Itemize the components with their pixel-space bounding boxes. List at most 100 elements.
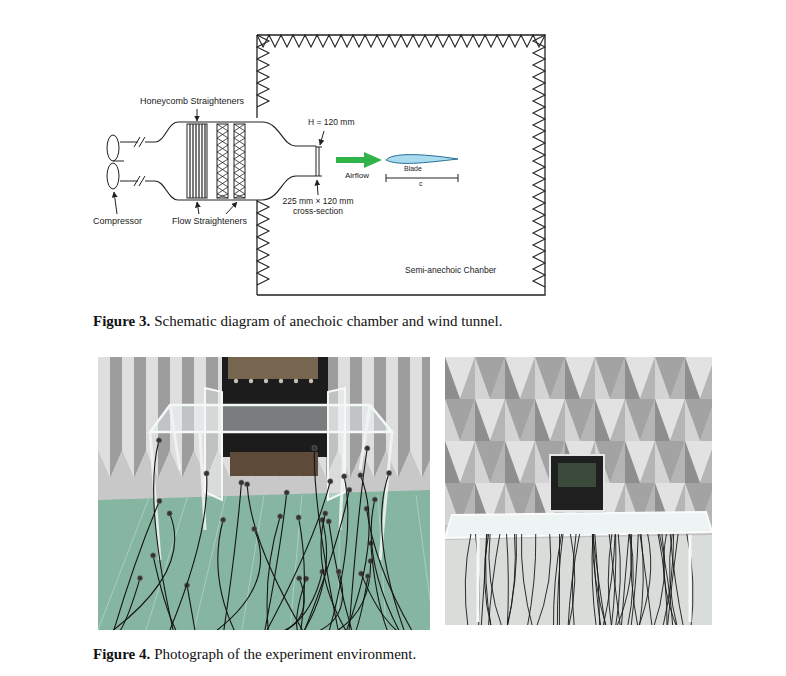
absorber-wedge <box>655 399 685 441</box>
absorber-wedge <box>685 357 712 399</box>
mic-cable <box>361 574 415 630</box>
honeycomb <box>187 124 207 198</box>
mic-cable <box>247 484 308 630</box>
floor-seam <box>98 495 150 630</box>
mic-cable <box>521 534 533 625</box>
mic-cable <box>348 448 367 630</box>
absorber-wedge <box>595 399 610 441</box>
absorber-wedge <box>490 441 505 483</box>
absorber-wedge <box>535 357 550 399</box>
absorber-wedge <box>685 399 700 441</box>
absorber-wedge <box>535 357 565 399</box>
microphone <box>137 576 142 581</box>
screen-mesh <box>217 124 228 198</box>
absorber-wedge <box>98 357 110 478</box>
absorber-wedge <box>595 399 625 441</box>
absorber-wedge <box>475 441 505 483</box>
absorber-wedge <box>580 399 595 441</box>
absorber-wedge <box>595 357 625 399</box>
bolt <box>294 379 298 383</box>
absorber-wedge <box>134 357 146 478</box>
absorber-wedge <box>610 357 625 399</box>
microphone <box>372 497 377 502</box>
absorber-wedge <box>475 357 505 399</box>
absorber-wedge <box>110 357 122 478</box>
mic-cable <box>267 516 280 630</box>
airflow-arrow <box>336 152 382 168</box>
mic-cable <box>527 534 536 625</box>
absorber-wedge <box>505 357 520 399</box>
dimension-line <box>316 147 322 176</box>
mic-cable <box>595 534 600 625</box>
acrylic-leg <box>477 535 480 622</box>
mic-cable <box>153 555 181 630</box>
absorber-wedge <box>398 357 410 478</box>
microphone <box>342 474 347 479</box>
acrylic-plate <box>150 405 392 432</box>
microphone <box>323 511 328 516</box>
mic-cable <box>687 534 693 625</box>
nozzle-lip <box>230 452 318 476</box>
photo-right <box>445 357 712 625</box>
mic-cable <box>653 534 665 625</box>
mic-cable <box>284 572 342 630</box>
absorber-wedge <box>520 399 535 441</box>
mic-cable <box>609 534 621 625</box>
mic-cable <box>367 509 418 630</box>
mic-cable <box>204 529 261 630</box>
mic-cable <box>318 561 371 630</box>
absorber-wedge <box>475 399 505 441</box>
mic-cable <box>476 534 480 625</box>
mic-cable <box>187 585 196 630</box>
absorber-wedge <box>625 399 640 441</box>
absorber-wedge <box>550 357 565 399</box>
leader-line <box>197 109 198 121</box>
photo-ground <box>98 357 430 630</box>
absorber-wedge <box>625 357 640 399</box>
absorber-wedge <box>550 399 565 441</box>
absorber-wedge <box>700 399 712 441</box>
mic-cable <box>611 534 616 625</box>
absorber-wedge <box>700 357 712 399</box>
mic-cable <box>111 501 159 630</box>
microphone <box>239 480 244 485</box>
mic-cable <box>553 534 561 625</box>
microphone <box>245 482 250 487</box>
mic-cable <box>261 572 323 630</box>
absorber-wedge <box>445 399 460 441</box>
mic-cable <box>371 500 404 630</box>
microphone <box>336 569 341 574</box>
absorber-wedge <box>655 441 685 483</box>
dimension-label: H = 120 mm <box>308 118 355 128</box>
absorber-wedge <box>655 441 670 483</box>
absorber-wedge <box>610 441 625 483</box>
dimension-label: c <box>419 180 423 188</box>
microphone <box>297 576 302 581</box>
absorber-wedge <box>565 357 595 399</box>
absorber-wedge <box>490 399 505 441</box>
floor-seam <box>194 495 226 630</box>
screen <box>234 124 245 198</box>
absorber-wedge <box>565 357 580 399</box>
absorber-wedge <box>625 399 655 441</box>
mic-cable <box>592 534 607 625</box>
absorber-wedge <box>595 357 610 399</box>
absorber-wedge <box>475 441 490 483</box>
absorber-wedge <box>625 441 655 483</box>
absorber-wedge <box>475 399 490 441</box>
mic-cable <box>594 534 602 625</box>
microphone <box>347 487 352 492</box>
absorber-wedge <box>505 441 535 483</box>
chamber-wall <box>256 200 257 295</box>
blade-airfoil <box>386 155 458 164</box>
absorber-wedge <box>670 399 685 441</box>
microphone <box>365 446 370 451</box>
absorber-wedge <box>625 441 640 483</box>
absorber-wedge <box>640 441 655 483</box>
absorber-wedge <box>445 399 475 441</box>
bolt <box>264 379 268 383</box>
absorber-wedge <box>460 399 475 441</box>
caption-number: Figure 4. <box>93 646 150 663</box>
mic-cable <box>232 578 304 630</box>
mic-cable <box>327 476 348 630</box>
